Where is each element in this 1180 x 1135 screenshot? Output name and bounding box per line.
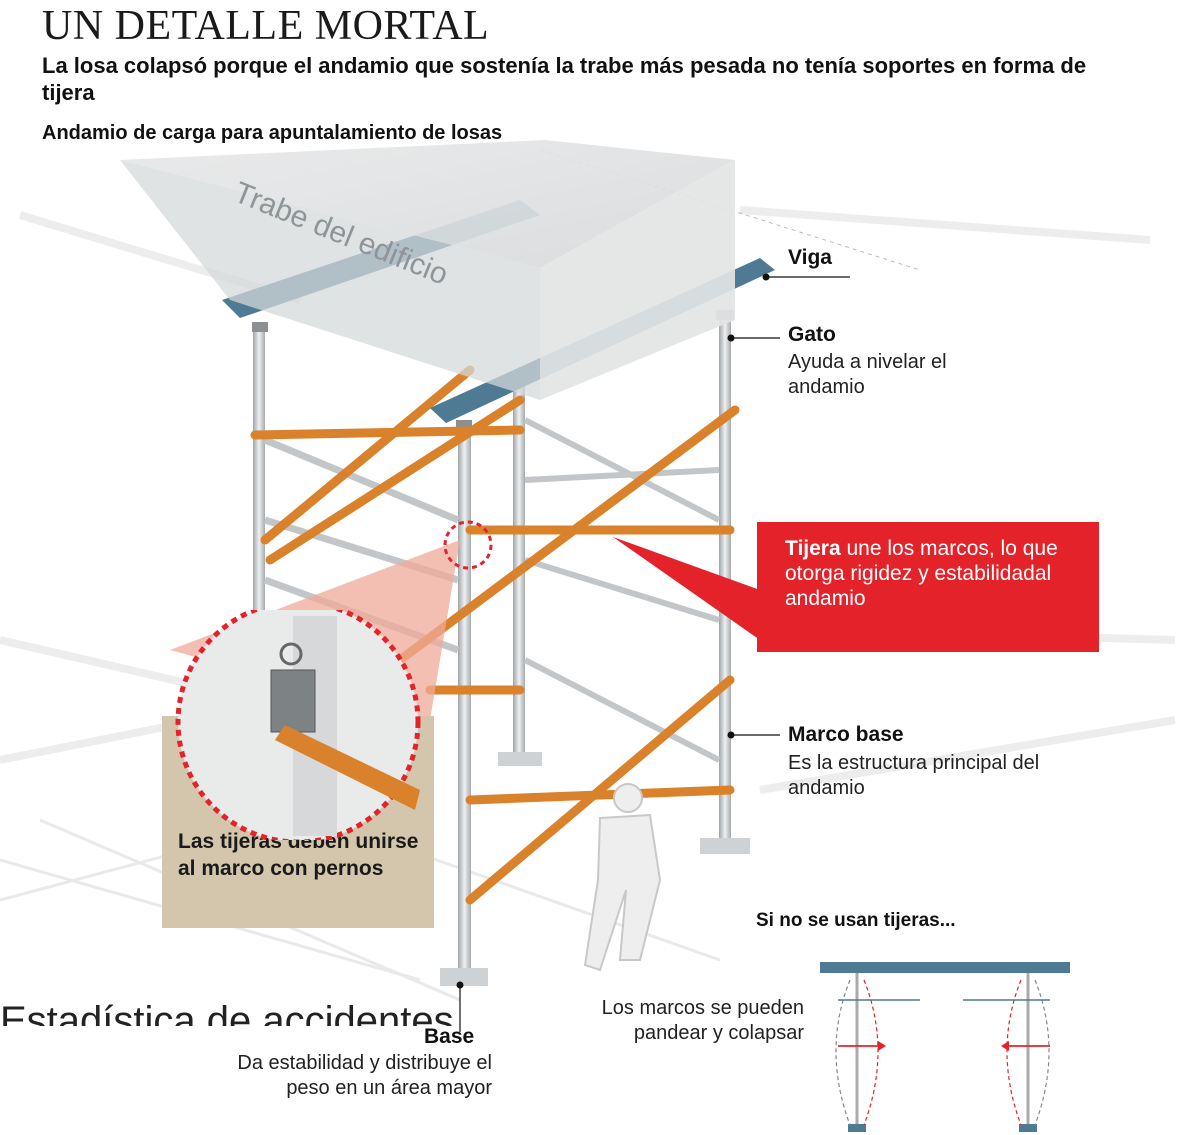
- inset-title: Si no se usan tijeras...: [756, 910, 956, 931]
- jack-mid: [456, 420, 472, 430]
- worker-figure: [583, 783, 662, 972]
- label-gato: Gato: [788, 323, 836, 346]
- label-base: Base: [424, 1025, 475, 1048]
- inset-desc: Los marcos se pueden pandear y colapsar: [601, 997, 804, 1044]
- inset-beam: [820, 962, 1070, 973]
- label-connectors: [459, 276, 850, 1032]
- bolt-detail-circle: [175, 610, 421, 840]
- back-right-base: [700, 838, 750, 854]
- label-marco-base: Marco base: [788, 723, 904, 746]
- scissor-callout-box: Tijera une los marcos, lo que otorga rig…: [757, 522, 1099, 652]
- buckling-inset: [820, 962, 1070, 1132]
- label-dots: [456, 273, 770, 989]
- girder-box: [120, 140, 735, 400]
- label-viga: Viga: [788, 246, 832, 269]
- bolt-callout-text: Las tijeras deben unirse al marco con pe…: [178, 830, 419, 880]
- front-mid-post: [458, 420, 471, 980]
- jack-left: [252, 322, 268, 332]
- label-base-desc: Da estabilidad y distribuye el peso en u…: [237, 1052, 492, 1099]
- overflow-section-title: Estadística de accidentes: [0, 1001, 454, 1026]
- detail-marker: [443, 520, 493, 570]
- scissor-callout-bold: Tijera: [785, 537, 841, 560]
- scissor-callout-text: Tijera une los marcos, lo que otorga rig…: [785, 536, 1085, 611]
- label-gato-desc: Ayuda a nivelar el andamio: [788, 351, 947, 398]
- front-left-post: [253, 330, 265, 660]
- main-title: UN DETALLE MORTAL: [42, 3, 490, 49]
- subtitle: La losa colapsó porque el andamio que so…: [42, 53, 1087, 105]
- back-left-base: [498, 752, 542, 766]
- scissor-braces: [250, 365, 740, 905]
- red-callout-pointer: [613, 537, 760, 640]
- section-label: Andamio de carga para apuntalamiento de …: [42, 122, 503, 144]
- label-marco-base-desc: Es la estructura principal del andamio: [788, 752, 1040, 799]
- front-mid-base: [440, 968, 488, 986]
- scissor-callout-rest: une los marcos, lo que otorga rigidez y …: [785, 537, 1058, 610]
- bolt-clamp: [270, 669, 316, 733]
